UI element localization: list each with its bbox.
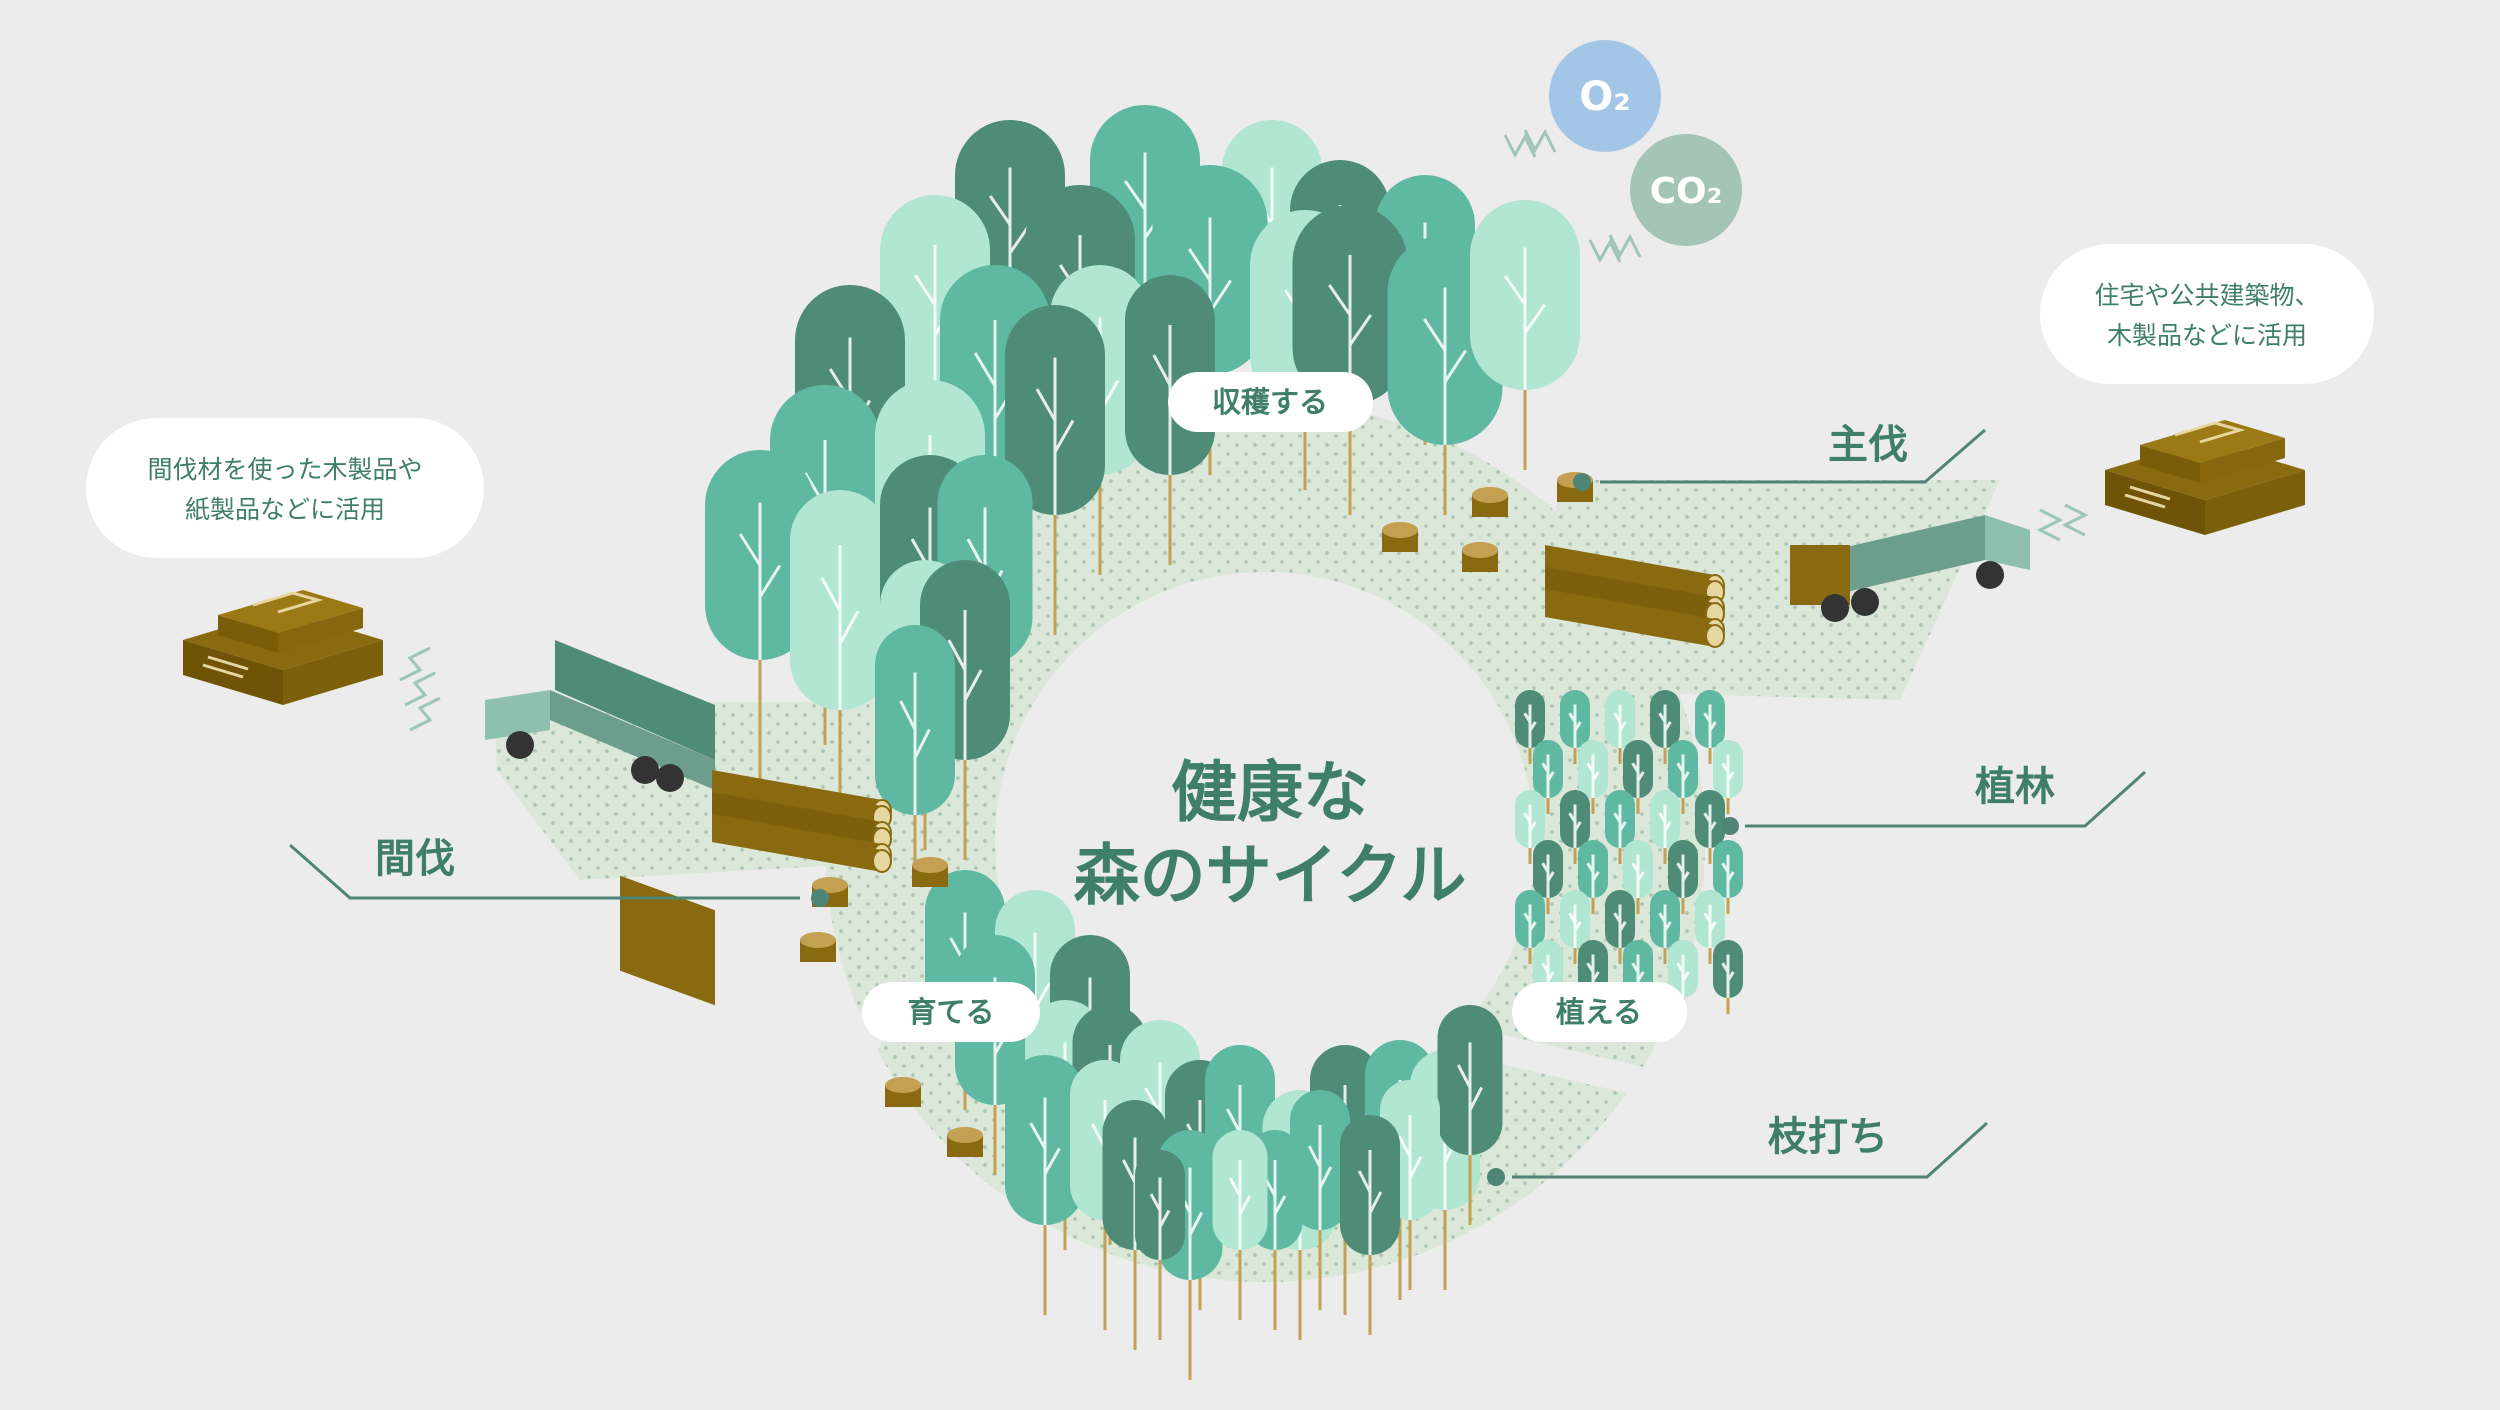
pill-grow: 育てる bbox=[862, 982, 1040, 1042]
log-pile-icon bbox=[1545, 545, 1725, 648]
pill-grow-label: 育てる bbox=[907, 995, 994, 1029]
phase-final-cut-label: 主伐 bbox=[1828, 422, 1908, 468]
tree-icon bbox=[1560, 890, 1590, 964]
tree-icon bbox=[1515, 790, 1545, 864]
carbon-dioxide-badge: CO₂ bbox=[1630, 134, 1742, 246]
tree-icon bbox=[1005, 1055, 1085, 1315]
tree-icon bbox=[1560, 790, 1590, 864]
stump-icon bbox=[947, 1127, 983, 1157]
tree-icon bbox=[1212, 1130, 1268, 1320]
tree-icon bbox=[1605, 890, 1635, 964]
tree-icon bbox=[1340, 1115, 1400, 1335]
pill-plant: 植える bbox=[1512, 982, 1687, 1042]
tree-icon bbox=[1668, 740, 1698, 814]
tree-icon bbox=[1713, 840, 1743, 914]
right-truck bbox=[1790, 515, 2030, 622]
tree-icon bbox=[1292, 205, 1408, 515]
stump-icon bbox=[1462, 542, 1498, 572]
left-truck bbox=[485, 640, 715, 1006]
tree-icon bbox=[1533, 740, 1563, 814]
phase-pruning: 枝打ち bbox=[1487, 1114, 1989, 1186]
left-bubble-line2: 紙製品などに活用 bbox=[185, 495, 385, 524]
carbon-dioxide-label: CO₂ bbox=[1650, 171, 1723, 212]
tree-icon bbox=[1578, 740, 1608, 814]
tree-icon bbox=[1515, 890, 1545, 964]
tree-icon bbox=[705, 450, 815, 800]
tree-icon bbox=[1695, 890, 1725, 964]
tree-icon bbox=[1515, 690, 1545, 764]
trees bbox=[705, 105, 1743, 1380]
tree-icon bbox=[1605, 790, 1635, 864]
phase-thinning: 間伐 bbox=[289, 836, 829, 907]
stump-icon bbox=[1382, 522, 1418, 552]
pill-harvest-label: 収穫する bbox=[1212, 385, 1328, 419]
tree-icon bbox=[1605, 690, 1635, 764]
phase-pruning-label: 枝打ち bbox=[1768, 1114, 1888, 1160]
tree-icon bbox=[1713, 940, 1743, 1014]
tree-icon bbox=[1713, 740, 1743, 814]
tree-icon bbox=[1560, 690, 1590, 764]
right-bubble-line2: 木製品などに活用 bbox=[2107, 321, 2307, 350]
tree-icon bbox=[1650, 790, 1680, 864]
phase-final-cut: 主伐 bbox=[1573, 422, 1986, 491]
tree-icon bbox=[1437, 1005, 1503, 1225]
stump-icon bbox=[885, 1077, 921, 1107]
oxygen-label: O₂ bbox=[1579, 74, 1631, 120]
stump-icon bbox=[912, 857, 948, 887]
center-title-line2: 森のサイクル bbox=[1074, 837, 1467, 914]
tree-icon bbox=[1623, 740, 1653, 814]
center-title-line1: 健康な bbox=[1171, 754, 1369, 831]
tree-icon bbox=[1695, 690, 1725, 764]
left-bubble-line1: 間伐材を使った木製品や bbox=[147, 455, 422, 484]
tree-icon bbox=[1005, 305, 1105, 635]
tree-icon bbox=[1135, 1150, 1185, 1340]
phase-planting: 植林 bbox=[1721, 764, 2147, 835]
tree-icon bbox=[1668, 940, 1698, 1014]
motion-lines-icon bbox=[399, 128, 2089, 732]
tree-icon bbox=[1650, 690, 1680, 764]
tree-icon bbox=[1695, 790, 1725, 864]
oxygen-badge: O₂ bbox=[1549, 40, 1661, 152]
tree-icon bbox=[790, 490, 890, 810]
stump-icon bbox=[800, 932, 836, 962]
pill-harvest: 収穫する bbox=[1168, 372, 1373, 432]
right-bubble-line1: 住宅や公共建築物、 bbox=[2094, 281, 2319, 310]
left-lumber-icon bbox=[183, 588, 383, 705]
tree-icon bbox=[1578, 840, 1608, 914]
pill-plant-label: 植える bbox=[1556, 995, 1642, 1029]
right-usage-bubble: 住宅や公共建築物、 木製品などに活用 bbox=[2040, 244, 2374, 384]
tree-icon bbox=[875, 625, 955, 885]
left-usage-bubble: 間伐材を使った木製品や 紙製品などに活用 bbox=[86, 418, 484, 558]
tree-icon bbox=[1533, 840, 1563, 914]
tree-icon bbox=[1668, 840, 1698, 914]
right-lumber-icon bbox=[2105, 418, 2305, 535]
log-piles bbox=[712, 472, 1725, 1157]
stump-icon bbox=[1472, 487, 1508, 517]
log-pile-icon bbox=[712, 770, 892, 873]
phase-thinning-label: 間伐 bbox=[375, 836, 455, 882]
phase-planting-label: 植林 bbox=[1975, 764, 2055, 810]
tree-icon bbox=[1470, 200, 1580, 470]
tree-icon bbox=[1290, 1090, 1350, 1310]
tree-icon bbox=[1650, 890, 1680, 964]
tree-icon bbox=[1623, 840, 1653, 914]
